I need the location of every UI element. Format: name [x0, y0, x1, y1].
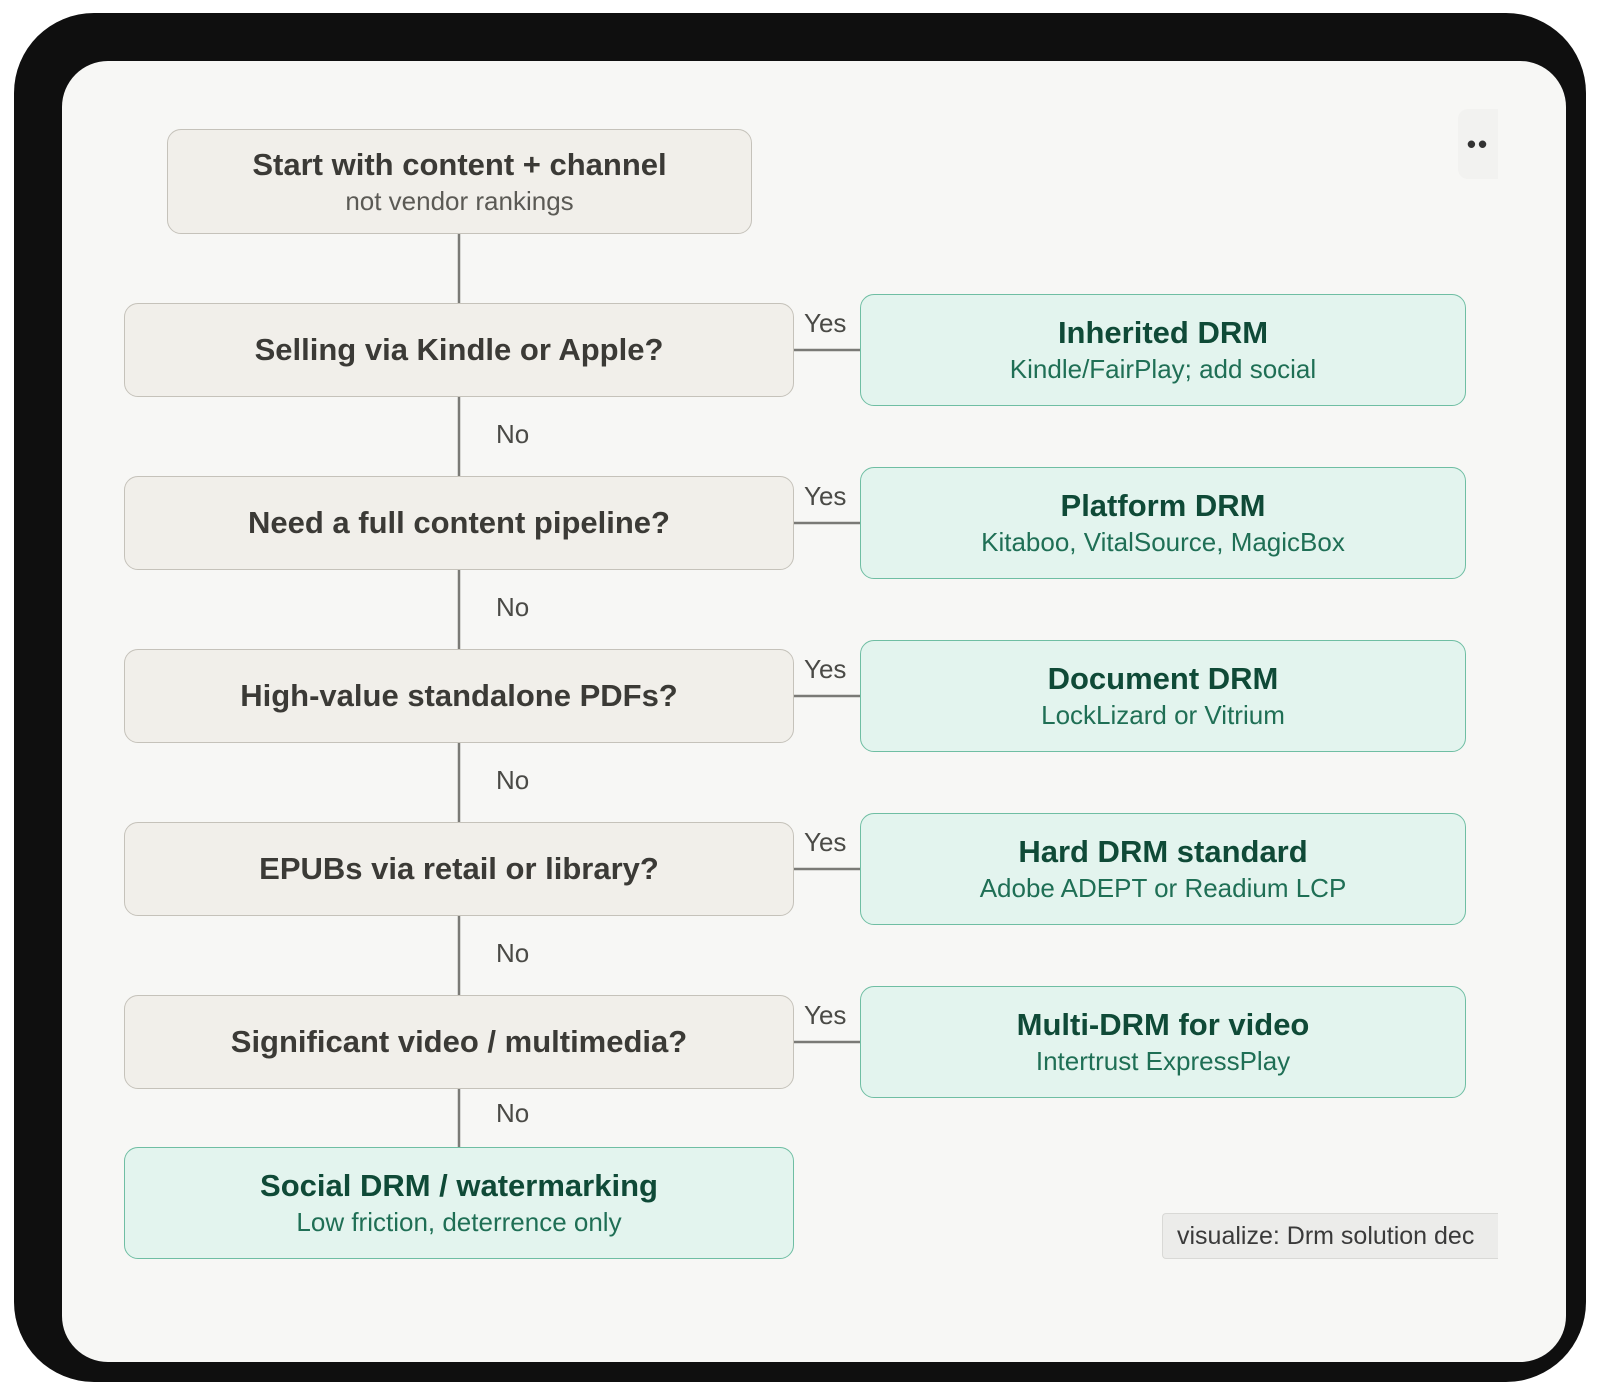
outcome-node-1: Inherited DRM Kindle/FairPlay; add socia… [860, 294, 1466, 406]
no-label-3: No [496, 765, 530, 795]
yes-label-2: Yes [804, 481, 847, 511]
yes-label-3: Yes [804, 654, 847, 684]
start-node: Start with content + channel not vendor … [167, 129, 752, 234]
outcome-title: Multi-DRM for video [1016, 1007, 1310, 1042]
outcome-subtitle: Kitaboo, VitalSource, MagicBox [981, 527, 1345, 557]
outcome-title: Document DRM [1047, 661, 1279, 696]
question-node-2: Need a full content pipeline? [124, 476, 794, 570]
outcome-title: Inherited DRM [1057, 315, 1269, 350]
question-node-1: Selling via Kindle or Apple? [124, 303, 794, 397]
question-text: EPUBs via retail or library? [259, 851, 659, 886]
outcome-title: Hard DRM standard [1018, 834, 1308, 869]
yes-label-5: Yes [804, 1000, 847, 1030]
outcome-node-2: Platform DRM Kitaboo, VitalSource, Magic… [860, 467, 1466, 579]
question-text: Selling via Kindle or Apple? [254, 332, 664, 367]
outcome-subtitle: Adobe ADEPT or Readium LCP [979, 873, 1347, 903]
outcome-subtitle: Kindle/FairPlay; add social [1009, 354, 1317, 384]
question-text: Significant video / multimedia? [230, 1024, 688, 1059]
question-text: High-value standalone PDFs? [240, 678, 678, 713]
connector-layer [457, 234, 860, 1147]
no-label-4: No [496, 938, 530, 968]
question-node-5: Significant video / multimedia? [124, 995, 794, 1089]
more-icon-glyph: •• [1466, 128, 1490, 159]
outcome-node-4: Hard DRM standard Adobe ADEPT or Readium… [860, 813, 1466, 925]
question-node-4: EPUBs via retail or library? [124, 822, 794, 916]
caption-chip: visualize: Drm solution dec [1162, 1213, 1498, 1259]
fallback-subtitle: Low friction, deterrence only [296, 1207, 622, 1237]
yes-label-1: Yes [804, 308, 847, 338]
question-node-3: High-value standalone PDFs? [124, 649, 794, 743]
diagram-canvas: Start with content + channel not vendor … [62, 61, 1566, 1362]
fallback-title: Social DRM / watermarking [260, 1168, 658, 1203]
outcome-subtitle: LockLizard or Vitrium [1041, 700, 1285, 730]
outcome-subtitle: Intertrust ExpressPlay [1035, 1046, 1291, 1076]
no-label-1: No [496, 419, 530, 449]
no-label-2: No [496, 592, 530, 622]
outcome-node-3: Document DRM LockLizard or Vitrium [860, 640, 1466, 752]
start-title: Start with content + channel [252, 146, 667, 182]
no-label-5: No [496, 1098, 530, 1128]
outcome-node-5: Multi-DRM for video Intertrust ExpressPl… [860, 986, 1466, 1098]
outcome-title: Platform DRM [1060, 488, 1266, 523]
question-text: Need a full content pipeline? [248, 505, 670, 540]
start-subtitle: not vendor rankings [345, 185, 574, 216]
device-frame: Start with content + channel not vendor … [14, 13, 1586, 1382]
yes-label-4: Yes [804, 827, 847, 857]
fallback-node: Social DRM / watermarking Low friction, … [124, 1147, 794, 1259]
more-icon[interactable]: •• [1458, 109, 1498, 179]
